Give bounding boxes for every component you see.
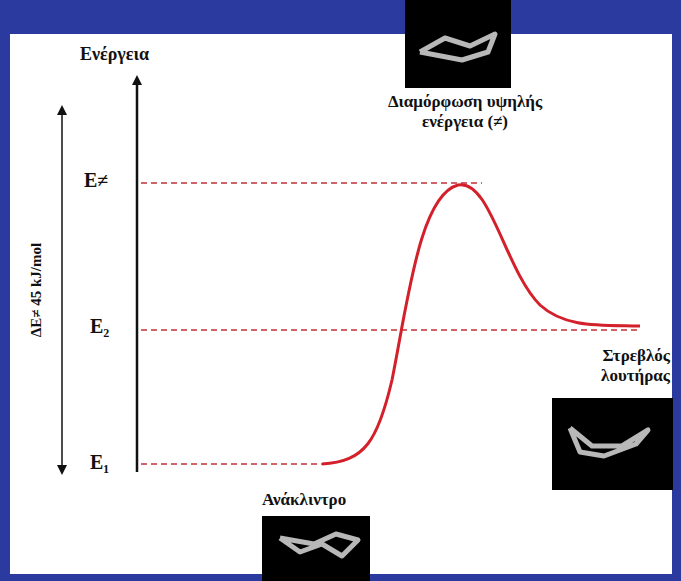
level-label: E≠ [84,168,134,192]
level-label: E₁ [90,450,134,474]
delta-arrow [61,110,63,470]
molecule-model [280,534,358,556]
level-line [141,182,482,184]
molecule-model [570,428,648,456]
energy-axis [136,80,139,472]
level-label: E₂ [90,314,134,338]
delta-label: ΔE≠ 45 kJ/mol [27,243,45,337]
level-line [141,463,322,465]
molecule-image [262,516,370,581]
peak-label: Διαμόρφωση υψηλής ενέργεια (≠) [365,92,565,133]
state-label: Στρεβλός λουτήρας [570,346,670,387]
axis-title: Ενέργεια [80,44,190,66]
level-line [141,329,640,331]
molecule-image [552,398,673,490]
molecule-image [405,0,511,88]
state-label: Ανάκλιντρο [262,490,382,510]
molecule-model [420,34,495,60]
